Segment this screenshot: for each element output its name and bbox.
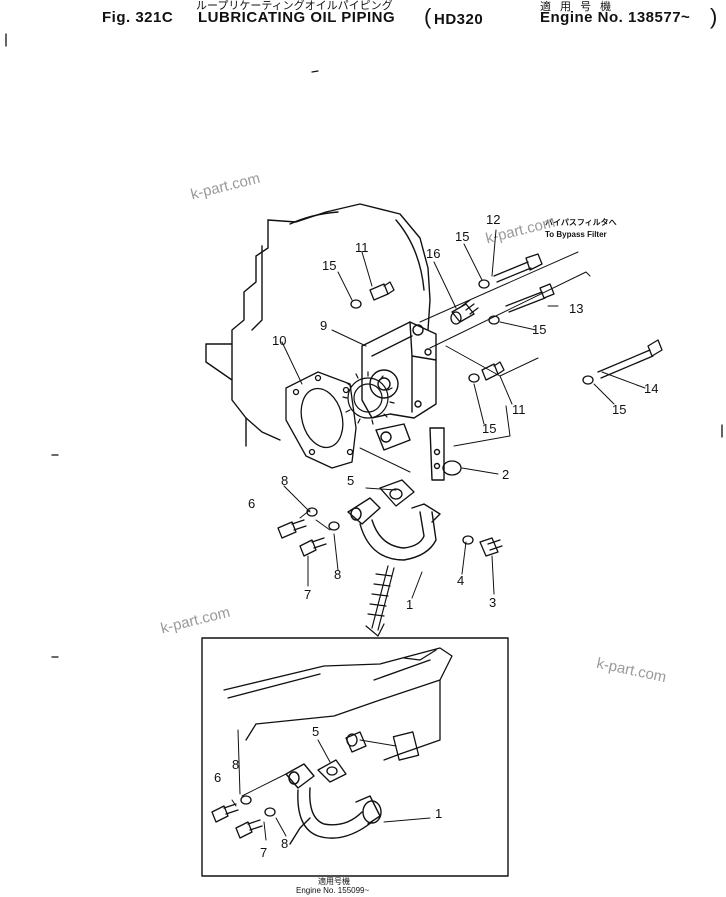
washer-8: [328, 521, 340, 531]
callout-12: 12: [486, 212, 501, 227]
callout-10: 10: [272, 333, 287, 348]
oil-pump-9: [361, 321, 445, 481]
model-name: HD320: [434, 11, 484, 28]
connector-16: [450, 299, 479, 325]
inset-applicable-engine-japanese: 適用号機: [318, 877, 350, 886]
inset-view-arrow: [365, 565, 395, 637]
engine-number-range: Engine No. 138577~: [540, 9, 691, 26]
bolt-6: [277, 519, 307, 539]
model-bracket-right: ): [710, 4, 718, 29]
model-bracket-left: (: [424, 4, 432, 29]
pump-drive-gear: [342, 371, 395, 425]
inset-connector: [345, 731, 367, 753]
inset-callout-1: 1: [435, 806, 443, 821]
callout-8: 8: [281, 473, 289, 488]
inset-bolt-6: [211, 803, 239, 823]
washer-15: [488, 315, 500, 325]
callout-15: 15: [482, 421, 497, 436]
washer-15: [468, 373, 480, 383]
callout-2: 2: [502, 467, 510, 482]
callout-15: 15: [612, 402, 627, 417]
callout-16: 16: [426, 246, 441, 261]
washer-8: [306, 507, 318, 517]
washer-15: [350, 299, 362, 309]
bolt-11-lower: [481, 361, 505, 381]
washer-15: [582, 375, 594, 385]
bypass-filter-note-japanese: バイパスフィルタへ: [545, 218, 617, 227]
inset-washer-8: [240, 795, 252, 805]
gasket-5: [379, 479, 415, 507]
figure-number: Fig. 321C: [102, 9, 174, 26]
washer-4: [462, 535, 474, 545]
pipe-1: [347, 497, 441, 561]
page-title: LUBRICATING OIL PIPING: [198, 9, 396, 26]
bolt-12: [493, 253, 543, 283]
inset-frame: [201, 637, 509, 877]
to-bypass-filter-lines: [419, 251, 591, 349]
callout-5: 5: [347, 473, 355, 488]
applicable-engine-japanese: 適 用 号 機: [540, 1, 615, 13]
callout-8: 8: [334, 567, 342, 582]
inset-oil-pan: [223, 647, 453, 761]
inset-engine-number: Engine No. 155099~: [296, 886, 370, 895]
bypass-filter-note: To Bypass Filter: [545, 230, 607, 239]
callout-4: 4: [457, 573, 465, 588]
gasket-10: [285, 371, 357, 469]
callout-15: 15: [455, 229, 470, 244]
leader-lines: [281, 229, 646, 599]
inset-callout-8: 8: [232, 757, 240, 772]
callout-1: 1: [406, 597, 414, 612]
engine-housing: [205, 203, 431, 447]
inset-callout-6: 6: [214, 770, 222, 785]
inset-leader-lines: [231, 729, 431, 841]
bolt-7: [299, 537, 327, 557]
washer-15: [478, 279, 490, 289]
inset-callout-7: 7: [260, 845, 268, 860]
inset-pipe-1: [285, 763, 382, 845]
callout-9: 9: [320, 318, 328, 333]
margin-mark: [311, 70, 319, 73]
callout-15: 15: [532, 322, 547, 337]
callout-13: 13: [569, 301, 584, 316]
callout-11: 11: [512, 402, 526, 417]
inset-washer-8: [264, 807, 276, 817]
callout-7: 7: [304, 587, 312, 602]
inset-callout-8: 8: [281, 836, 289, 851]
bolt-11-upper: [369, 281, 395, 301]
callout-6: 6: [248, 496, 256, 511]
inset-gasket-5: [317, 759, 347, 783]
o-ring-2: [442, 460, 462, 476]
callout-11: 11: [355, 240, 369, 255]
callout-15: 15: [322, 258, 337, 273]
callout-14: 14: [644, 381, 659, 396]
bolt-3: [479, 537, 503, 557]
inset-callout-5: 5: [312, 724, 320, 739]
callout-3: 3: [489, 595, 497, 610]
inset-bolt-7: [235, 819, 263, 839]
bolt-13: [505, 283, 555, 313]
title-japanese: ループリケーティングオイルパイピング: [196, 0, 393, 12]
